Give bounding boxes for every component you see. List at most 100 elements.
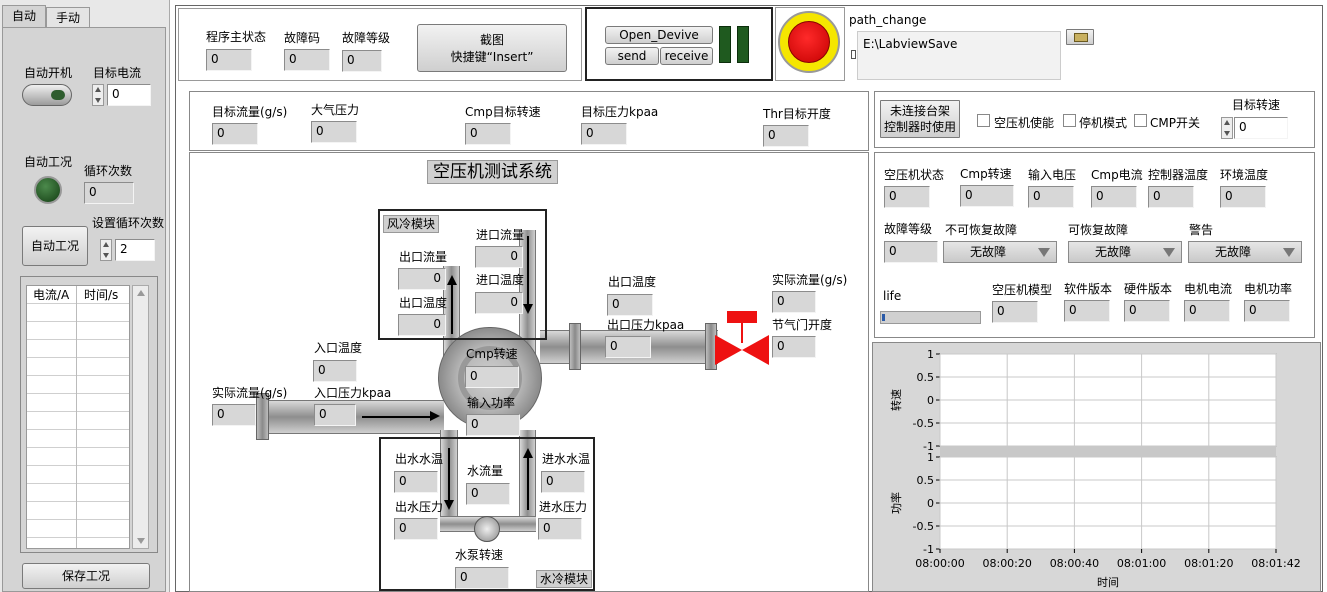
- thr-target-value: 0: [763, 125, 809, 147]
- auto-status-button[interactable]: 自动工况: [22, 226, 88, 266]
- y-tick-label: 0: [927, 497, 934, 510]
- water-down-arrow: [448, 448, 450, 502]
- recoverable-fault-select[interactable]: 无故障: [1068, 241, 1182, 263]
- target-speed-spinner[interactable]: [1221, 117, 1233, 139]
- y-tick-label: -1: [923, 543, 934, 556]
- throttle-valve-icon-right: [742, 335, 769, 365]
- cmp-switch-checkbox[interactable]: [1134, 114, 1147, 127]
- auto-on-toggle[interactable]: [22, 84, 72, 106]
- outlet-flange-left: [569, 323, 581, 370]
- air-cool-down-arrow: [527, 236, 529, 306]
- table-scrollbar[interactable]: [132, 285, 149, 549]
- scroll-up-icon[interactable]: [137, 290, 145, 296]
- y-axis-label: 转速: [889, 389, 903, 411]
- y-tick-label: -1: [923, 440, 934, 453]
- target-flow-label: 目标流量(g/s): [212, 105, 288, 119]
- water-arrow-up-icon: [523, 448, 533, 458]
- loop-count-value: 0: [84, 182, 134, 204]
- main-status-label: 程序主状态: [206, 30, 267, 44]
- set-loop-input[interactable]: 2: [115, 239, 155, 261]
- save-condition-button[interactable]: 保存工况: [22, 563, 150, 589]
- pump-speed-value: 0: [455, 567, 509, 589]
- thr-target-label: Thr目标开度: [763, 107, 831, 121]
- outlet-temp-value: 0: [607, 294, 653, 316]
- inlet-temp-label: 入口温度: [314, 341, 363, 355]
- air-in-flow-label: 进口流量: [476, 228, 525, 242]
- receive-button[interactable]: receive: [660, 47, 713, 65]
- fault-level-label: 故障等级: [342, 31, 391, 45]
- compressor-model-label: 空压机模型: [992, 283, 1053, 297]
- target-current-label: 目标电流: [93, 66, 142, 80]
- current-time-table[interactable]: 电流/A 时间/s: [20, 276, 158, 553]
- inlet-temp-value: 0: [313, 360, 357, 382]
- arrow-down-icon: [523, 304, 533, 314]
- air-in-temp-label: 进口温度: [476, 273, 525, 287]
- outlet-temp-label: 出口温度: [608, 275, 657, 289]
- water-in-temp-label: 进水水温: [542, 452, 591, 466]
- motor-current-value: 0: [1184, 300, 1230, 322]
- auto-status-label: 自动工况: [24, 155, 73, 169]
- screenshot-button[interactable]: 截图 快捷键“Insert”: [417, 24, 567, 72]
- send-button[interactable]: send: [605, 47, 659, 65]
- recoverable-fault-label: 可恢复故障: [1068, 223, 1129, 237]
- warning-select[interactable]: 无故障: [1188, 241, 1302, 263]
- folder-icon: [1074, 33, 1088, 42]
- set-loop-spinner[interactable]: [100, 239, 112, 261]
- motor-current-label: 电机电流: [1184, 282, 1233, 296]
- water-out-pressure-label: 出水压力: [395, 500, 444, 514]
- status-value-ambient-temp: 0: [1220, 186, 1266, 208]
- scroll-down-icon[interactable]: [137, 538, 145, 544]
- path-label: path_change: [849, 13, 927, 27]
- water-arrow-down-icon: [444, 500, 454, 510]
- air-in-flow-value: 0: [475, 246, 523, 268]
- target-current-input[interactable]: 0: [107, 84, 151, 106]
- screenshot-button-line2: 快捷键“Insert”: [450, 50, 534, 64]
- x-tick-label: 08:01:42: [1251, 557, 1300, 570]
- water-cool-module: [379, 437, 595, 591]
- auto-status-led: [34, 176, 62, 204]
- status-label-input-voltage: 输入电压: [1028, 168, 1077, 182]
- target-speed-input[interactable]: 0: [1234, 117, 1288, 139]
- nonrecoverable-fault-select[interactable]: 无故障: [943, 241, 1057, 263]
- y-tick-label: 1: [927, 348, 934, 361]
- actual-flow-right-label: 实际流量(g/s): [772, 273, 848, 287]
- throttle-actuator: [727, 311, 757, 323]
- status-value-compressor-state: 0: [884, 186, 930, 208]
- water-out-temp-value: 0: [394, 471, 438, 493]
- target-current-spinner[interactable]: [92, 84, 104, 106]
- plot-separator: [940, 446, 1276, 457]
- diagram-title: 空压机测试系统: [427, 160, 558, 184]
- status-value-controller-temp: 0: [1148, 186, 1194, 208]
- compressor-enable-checkbox[interactable]: [977, 114, 990, 127]
- path-input[interactable]: E:\LabviewSave: [857, 31, 1061, 80]
- air-out-temp-value: 0: [398, 314, 446, 336]
- tab-manual[interactable]: 手动: [46, 7, 90, 27]
- input-power-label: 输入功率: [467, 396, 516, 410]
- atm-pressure-value: 0: [311, 121, 357, 143]
- pump-speed-label: 水泵转速: [455, 548, 504, 562]
- throttle-opening-value: 0: [772, 336, 816, 358]
- inlet-pressure-value: 0: [314, 404, 356, 426]
- life-progress-fill: [882, 314, 885, 321]
- warning-label: 警告: [1189, 223, 1214, 237]
- tab-auto[interactable]: 自动: [2, 5, 46, 27]
- open-device-button[interactable]: Open_Devive: [605, 26, 713, 44]
- stop-icon: [788, 21, 830, 63]
- targets-panel: [189, 91, 869, 151]
- browse-folder-button[interactable]: [1066, 29, 1094, 45]
- water-flow-label: 水流量: [467, 464, 504, 478]
- target-flow-value: 0: [212, 123, 258, 145]
- not-connected-button[interactable]: 未连接台架 控制器时使用: [880, 100, 960, 138]
- software-version-label: 软件版本: [1064, 282, 1113, 296]
- toggle-led: [51, 90, 65, 100]
- status-label-controller-temp: 控制器温度: [1148, 168, 1209, 182]
- air-cool-label: 风冷模块: [383, 215, 440, 233]
- arrow-up-icon: [447, 275, 457, 285]
- stop-mode-checkbox[interactable]: [1063, 114, 1076, 127]
- status-label-cmp-speed: Cmp转速: [960, 167, 1012, 181]
- throttle-stem: [741, 323, 743, 343]
- inlet-flange: [256, 393, 269, 440]
- stop-button[interactable]: [778, 11, 840, 73]
- air-cool-up-arrow: [451, 282, 453, 334]
